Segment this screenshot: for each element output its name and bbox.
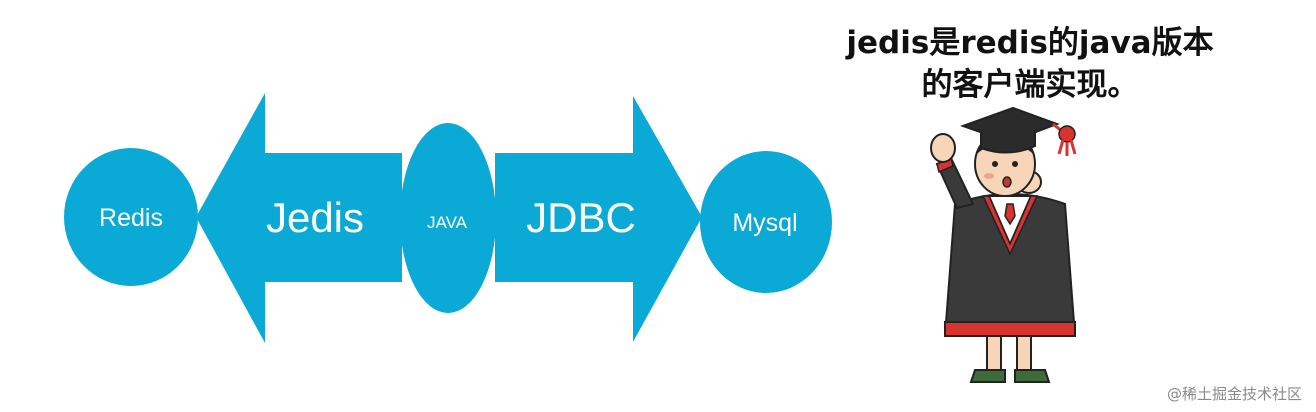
redis-label: Redis xyxy=(99,204,163,232)
caption-line-2: 的客户端实现。 xyxy=(921,67,1139,103)
mysql-node xyxy=(700,151,832,293)
jdbc-arrow xyxy=(495,96,702,342)
redis-node xyxy=(64,148,198,286)
jedis-label: Jedis xyxy=(266,194,364,241)
caption: jedis是redis的java版本 的客户端实现。 xyxy=(840,22,1220,106)
watermark: @稀土掘金技术社区 xyxy=(1166,385,1302,403)
java-label: JAVA xyxy=(427,213,468,232)
caption-line-1: jedis是redis的java版本 xyxy=(846,25,1214,61)
mysql-label: Mysql xyxy=(732,209,797,237)
jdbc-label: JDBC xyxy=(526,194,636,241)
java-node xyxy=(400,123,496,313)
graduate-cartoon-icon xyxy=(930,106,1077,383)
jedis-arrow xyxy=(196,93,402,343)
